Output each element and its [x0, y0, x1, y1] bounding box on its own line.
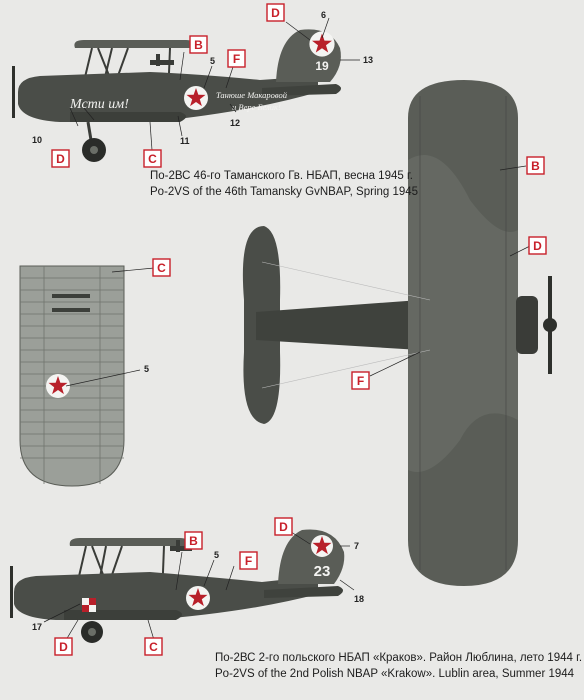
aircraft2-propeller: [10, 566, 13, 618]
aircraft2-number-markers: 5 7 18 17: [32, 541, 364, 632]
aircraft1-leader-lines: [69, 17, 360, 151]
aircraft1-side-profile: 19 Мсти им! Танюше Макаровой и Вере Бели…: [12, 29, 341, 162]
aircraft2-side-profile: 23: [10, 529, 345, 643]
number-label: 5: [214, 550, 219, 560]
aircraft2-checkerboard: [82, 598, 96, 612]
wing-number-label: 5: [144, 364, 149, 374]
aircraft1-fuselage: [18, 72, 318, 122]
aircraft1-number-markers: 6 5 13 10 11 12: [32, 10, 373, 146]
number-label: 13: [363, 55, 373, 65]
number-label: 7: [354, 541, 359, 551]
aircraft2-caption: По-2ВС 2-го польского НБАП «Краков». Рай…: [215, 650, 582, 682]
callout-label: C: [149, 640, 158, 654]
top-view-callout-box: [528, 236, 547, 255]
top-view-callout-box: [351, 371, 370, 390]
callout-label: D: [59, 640, 68, 654]
top-view-leader-lines: [369, 165, 531, 377]
aircraft2-leader-lines: [43, 529, 355, 641]
aircraft1-inscription-2: и Вере Белик!: [232, 102, 281, 112]
top-view-rigging: [261, 261, 431, 389]
aircraft2-callout-markers: B F D D C: [54, 517, 293, 656]
callout-label: C: [148, 152, 157, 166]
aircraft-top-view: [242, 80, 557, 586]
top-view-callout-label: F: [357, 374, 364, 388]
top-view-engine: [516, 296, 538, 354]
callout-label: F: [233, 52, 240, 66]
aircraft1-nose-inscription: Мсти им!: [69, 97, 129, 112]
aircraft1-fuselage-star: [184, 86, 208, 110]
wing-leader-lines: [65, 267, 155, 387]
wing-callout-box: [152, 258, 171, 277]
number-label: 17: [32, 622, 42, 632]
aircraft2-caption-ru: По-2ВС 2-го польского НБАП «Краков». Рай…: [215, 652, 583, 664]
callout-label: F: [245, 554, 252, 568]
number-label: 6: [321, 10, 326, 20]
aircraft1-landing-gear: [82, 121, 106, 162]
top-view-wing-ribs: [419, 96, 507, 570]
number-label: 11: [180, 136, 190, 146]
number-label: 12: [230, 118, 240, 128]
aircraft1-fin-star: [309, 31, 335, 57]
top-view-spinner: [543, 318, 557, 332]
aircraft1-gun: [150, 54, 174, 66]
wing-callout-label: C: [157, 261, 166, 275]
aircraft1-caption: По-2ВС 46-го Таманского Гв. НБАП, весна …: [150, 168, 418, 200]
aircraft2-fin: [278, 529, 345, 584]
aircraft1-upper-wing: [74, 40, 195, 48]
wing-bomb-racks: [52, 294, 90, 312]
aircraft2-lower-wing: [64, 610, 182, 620]
aircraft2-fuselage-star: [186, 586, 210, 610]
aircraft1-propeller: [12, 66, 15, 118]
aircraft1-callout-markers: D B F C D: [51, 3, 285, 168]
top-view-callout-box: [526, 156, 545, 175]
top-view-callout-label: B: [531, 159, 540, 173]
top-view-callout-label: D: [533, 239, 542, 253]
aircraft2-tailplane: [264, 586, 343, 598]
callout-label: B: [194, 38, 203, 52]
callout-label: D: [271, 6, 280, 20]
aircraft2-fin-number: 23: [314, 563, 331, 580]
number-label: 5: [210, 56, 215, 66]
callout-label: D: [56, 152, 65, 166]
aircraft2-caption-en: Po-2VS of the 2nd Polish NBAP «Krakow». …: [215, 668, 575, 680]
aircraft2-upper-wing: [69, 538, 189, 546]
aircraft1-caption-ru: По-2ВС 46-го Таманского Гв. НБАП, весна …: [150, 170, 413, 182]
aircraft1-caption-en: Po-2VS of the 46th Tamansky GvNBAP, Spri…: [150, 186, 419, 198]
aircraft2-gun: [170, 540, 192, 552]
aircraft1-tailplane: [262, 84, 341, 96]
aircraft1-lower-wing: [70, 112, 186, 122]
callout-label: B: [189, 534, 198, 548]
wing-ribs: [20, 266, 124, 484]
aircraft1-inscription-1: Танюше Макаровой: [216, 90, 288, 100]
number-label: 18: [354, 594, 364, 604]
aircraft2-landing-gear: [81, 621, 103, 643]
wing-star: [46, 374, 70, 398]
aircraft1-fin-number: 19: [315, 59, 329, 73]
number-label: 10: [32, 135, 42, 145]
aircraft2-fin-star: [311, 535, 333, 557]
wing-underside-view: [19, 265, 125, 487]
callout-label: D: [279, 520, 288, 534]
top-view-camouflage-patch: [408, 155, 518, 472]
